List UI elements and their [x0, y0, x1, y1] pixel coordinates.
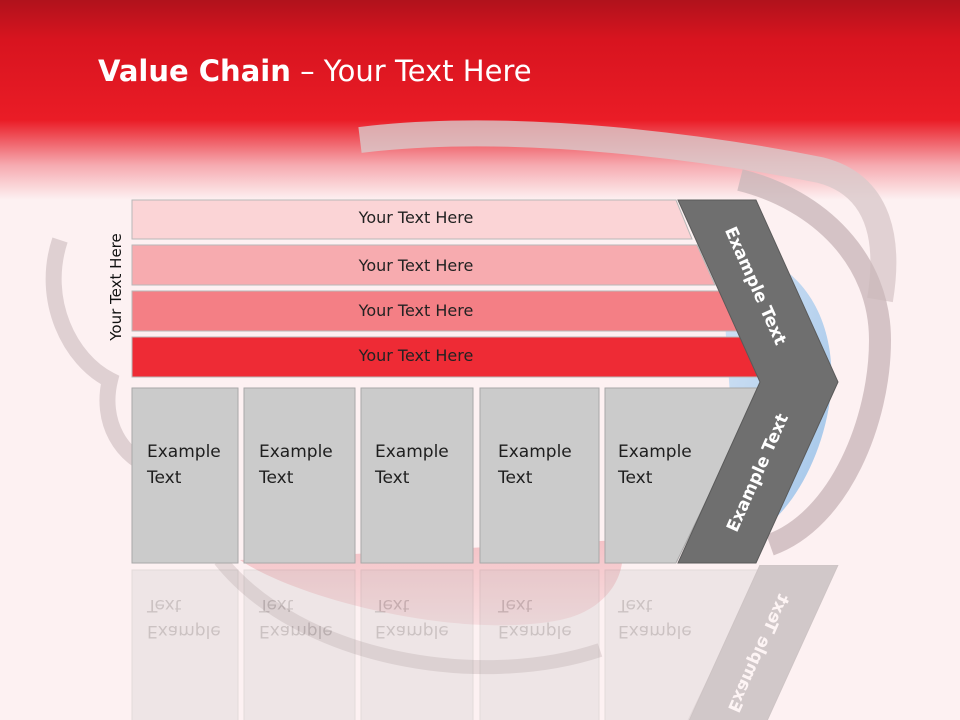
column-3-text: Example Text — [375, 439, 449, 491]
side-vertical-label: Your Text Here — [107, 233, 125, 341]
column-1-text: Example Text — [147, 439, 221, 491]
column-box-4 — [479, 387, 600, 564]
column-5-text: Example Text — [618, 439, 692, 491]
column-box-2 — [243, 387, 356, 564]
column-box-5 — [604, 387, 762, 564]
column-box-1 — [131, 387, 239, 564]
column-2-text: Example Text — [259, 439, 333, 491]
title-bold-part: Value Chain — [98, 54, 291, 88]
column-4-line1: Example — [498, 442, 572, 462]
band-4-label: Your Text Here — [358, 346, 474, 365]
column-1-line2: Text — [147, 468, 182, 488]
chevron-arrow — [677, 199, 839, 564]
band-2 — [131, 244, 716, 286]
column-4-text: Example Text — [498, 439, 572, 491]
column-1-line1: Example — [147, 442, 221, 462]
column-3-line1: Example — [375, 442, 449, 462]
column-3-line2: Text — [375, 468, 410, 488]
title-rest-part: – Your Text Here — [290, 54, 532, 88]
column-2-line1: Example — [259, 442, 333, 462]
column-5-line2: Text — [618, 468, 653, 488]
column-5-line1: Example — [618, 442, 692, 462]
band-2-label: Your Text Here — [358, 256, 474, 275]
column-box-3 — [360, 387, 474, 564]
slide-title: Value Chain – Your Text Here — [98, 54, 532, 88]
column-4-line2: Text — [498, 468, 533, 488]
band-1 — [131, 199, 693, 240]
band-1-label: Your Text Here — [358, 208, 474, 227]
band-3-label: Your Text Here — [358, 301, 474, 320]
column-2-line2: Text — [259, 468, 294, 488]
